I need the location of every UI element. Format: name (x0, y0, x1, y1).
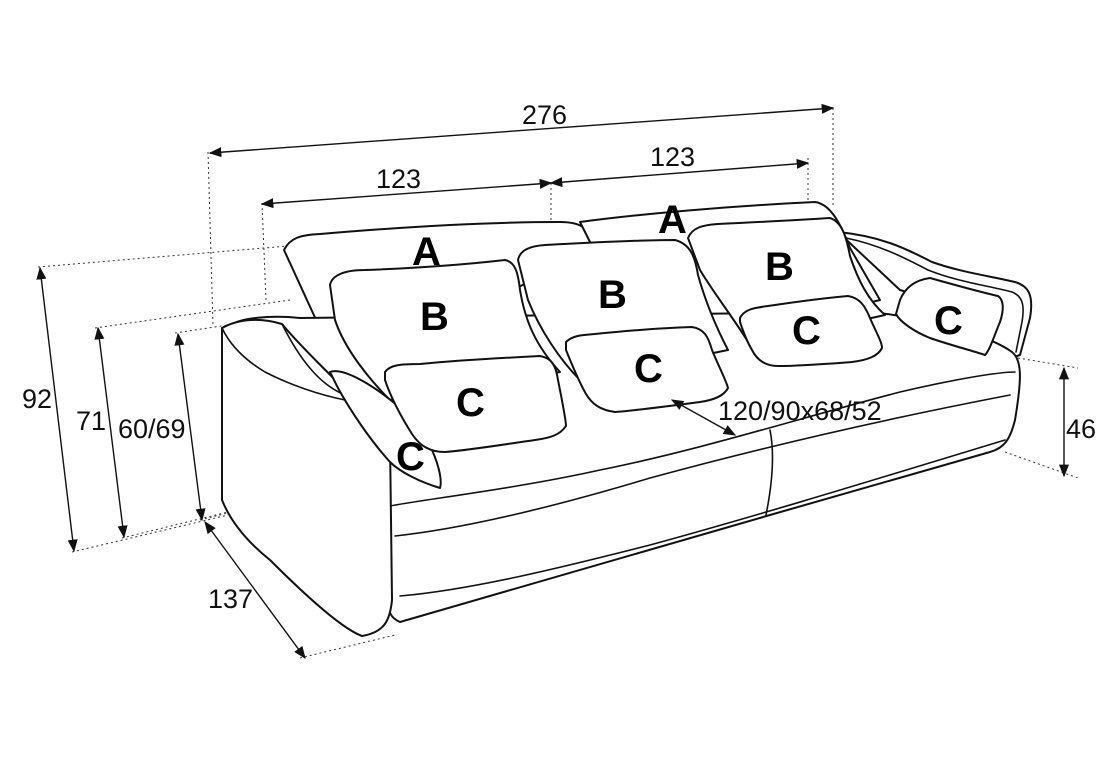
dim-right-section-width: 123 (650, 142, 695, 172)
dim-bed-size: 120/90x68/52 (718, 396, 882, 426)
cushion-c-right (739, 295, 883, 367)
cushions-c (329, 277, 1004, 489)
dim-total-width: 276 (522, 100, 567, 130)
cushion-c-center (565, 326, 729, 413)
extension-lines (37, 108, 1079, 659)
label-c-right: C (792, 309, 821, 353)
label-b-center: B (598, 273, 627, 317)
cushion-letters: A A B B B C C C C C (396, 198, 963, 479)
dim-back-height: 71 (76, 406, 106, 436)
label-b-left: B (420, 295, 449, 339)
cushion-c-left-arm (329, 370, 442, 489)
label-a-right: A (658, 198, 687, 242)
cushion-c-left (384, 355, 567, 453)
cushion-c-right-arm (895, 277, 1004, 356)
label-b-right: B (765, 245, 794, 289)
dim-left-section-width: 123 (376, 164, 421, 194)
dimension-lines (36, 103, 1070, 660)
label-c-left: C (456, 381, 485, 425)
label-c-right-arm: C (934, 299, 963, 343)
dim-armrest-height: 60/69 (118, 414, 186, 444)
label-a-left: A (412, 230, 441, 274)
dim-total-height: 92 (22, 384, 52, 414)
dimension-labels: 276 123 123 92 71 60/69 46 137 120/90x68… (22, 100, 1096, 614)
dim-depth: 137 (208, 584, 253, 614)
label-c-left-arm: C (396, 435, 425, 479)
label-c-center: C (634, 347, 663, 391)
dim-seat-height: 46 (1066, 414, 1096, 444)
